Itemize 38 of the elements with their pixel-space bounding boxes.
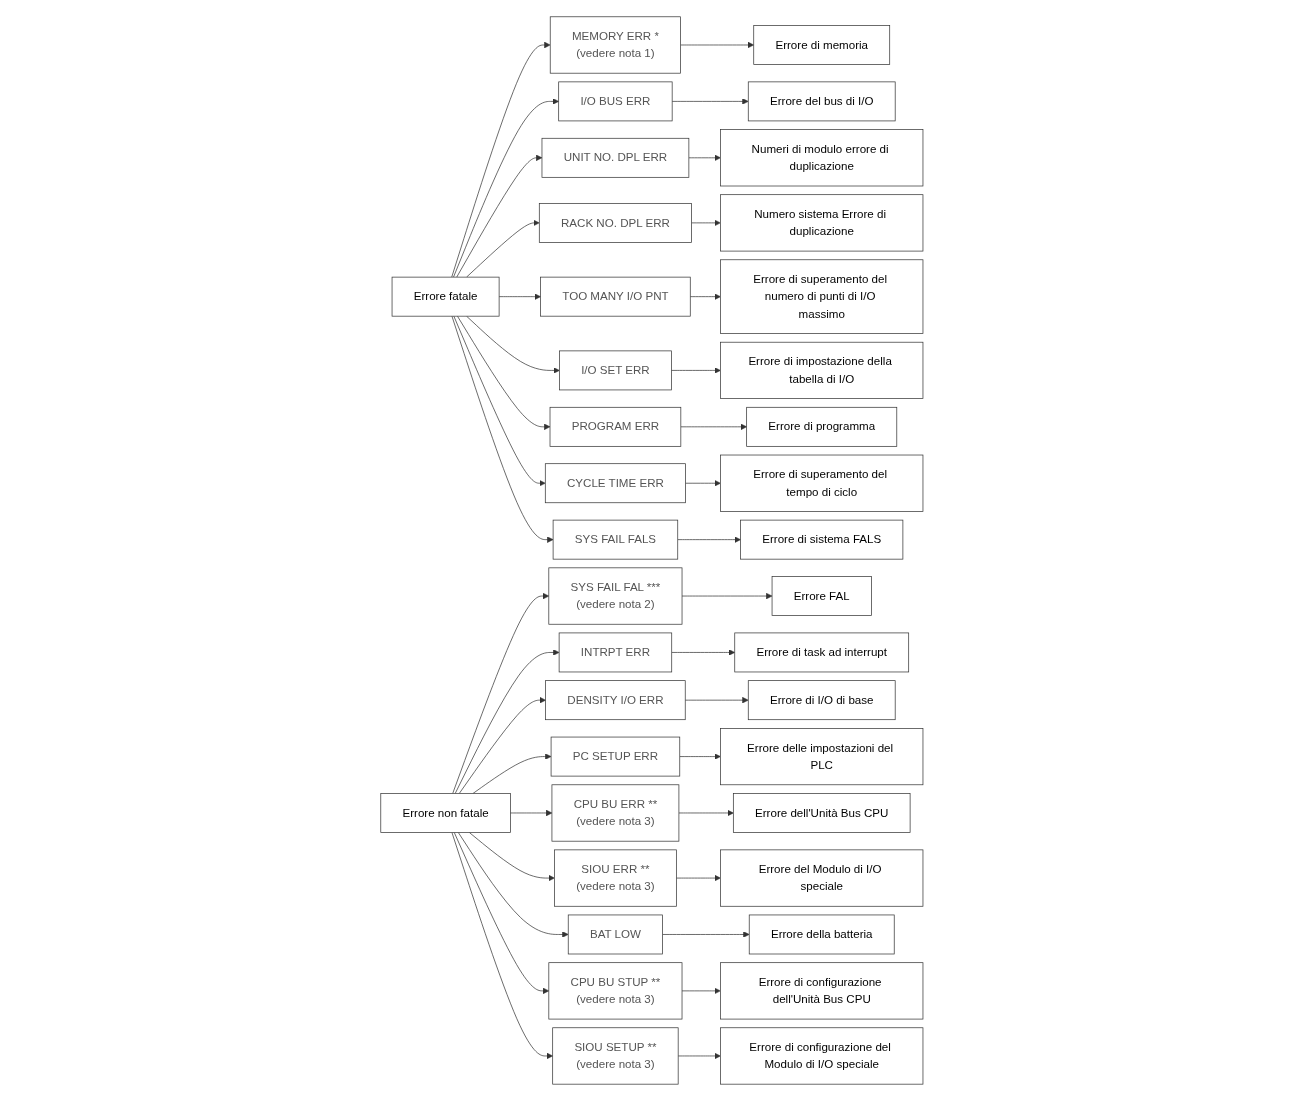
node-box: Errore del Modulo di I/O speciale [719, 849, 923, 907]
node-box: I/O SET ERR [558, 350, 672, 391]
node-box: I/O BUS ERR [557, 81, 673, 122]
node-box: Errore di superamento del tempo di ciclo [719, 454, 923, 512]
node-box: Errore di configurazione del Modulo di I/O speciale [719, 1027, 923, 1085]
node-box: Numero sistema Errore di duplicazione [719, 194, 923, 252]
node-box: CPU BU STUP ** (vedere nota 3) [548, 962, 682, 1020]
node-box: Errore di I/O di base [747, 680, 896, 721]
node-box: Errore del bus di I/O [747, 81, 896, 122]
node-box: Errore di task ad interrupt [734, 632, 909, 673]
node-box: SYS FAIL FAL *** (vedere nota 2) [548, 567, 682, 625]
node-box: Errore della batteria [748, 914, 895, 955]
node-box: Numeri di modulo errore di duplicazione [719, 129, 923, 187]
node-box: SYS FAIL FALS [552, 519, 678, 560]
node-box: Errore di memoria [753, 25, 890, 65]
node-box: Errore fatale [391, 276, 500, 317]
node-box: Errore di impostazione della tabella di I/O [719, 341, 923, 399]
node-box: BAT LOW [567, 914, 663, 955]
node-box: CYCLE TIME ERR [544, 463, 686, 504]
node-box: PC SETUP ERR [550, 736, 680, 777]
node-box: UNIT NO. DPL ERR [541, 137, 689, 178]
node-box: CPU BU ERR ** (vedere nota 3) [551, 784, 679, 842]
node-box: Errore di configurazione dell'Unità Bus CPU [719, 962, 923, 1020]
node-box: Errore FAL [771, 576, 872, 616]
node-box: Errore di sistema FALS [739, 519, 903, 560]
node-box: MEMORY ERR * (vedere nota 1) [549, 16, 681, 74]
node-box: Errore di programma [745, 406, 897, 447]
node-box: SIOU ERR ** (vedere nota 3) [553, 849, 677, 907]
node-box: Errore delle impostazioni del PLC [719, 728, 923, 786]
node-box: DENSITY I/O ERR [544, 680, 686, 721]
node-box: TOO MANY I/O PNT [539, 276, 691, 317]
node-box: Errore di superamento del numero di punti di I/O massimo [719, 259, 923, 334]
node-box: INTRPT ERR [558, 632, 672, 673]
node-box: SIOU SETUP ** (vedere nota 3) [551, 1027, 679, 1085]
node-box: RACK NO. DPL ERR [538, 203, 692, 243]
node-box: PROGRAM ERR [549, 406, 681, 447]
node-box: Errore non fatale [380, 793, 511, 833]
node-box: Errore dell'Unità Bus CPU [732, 793, 911, 833]
